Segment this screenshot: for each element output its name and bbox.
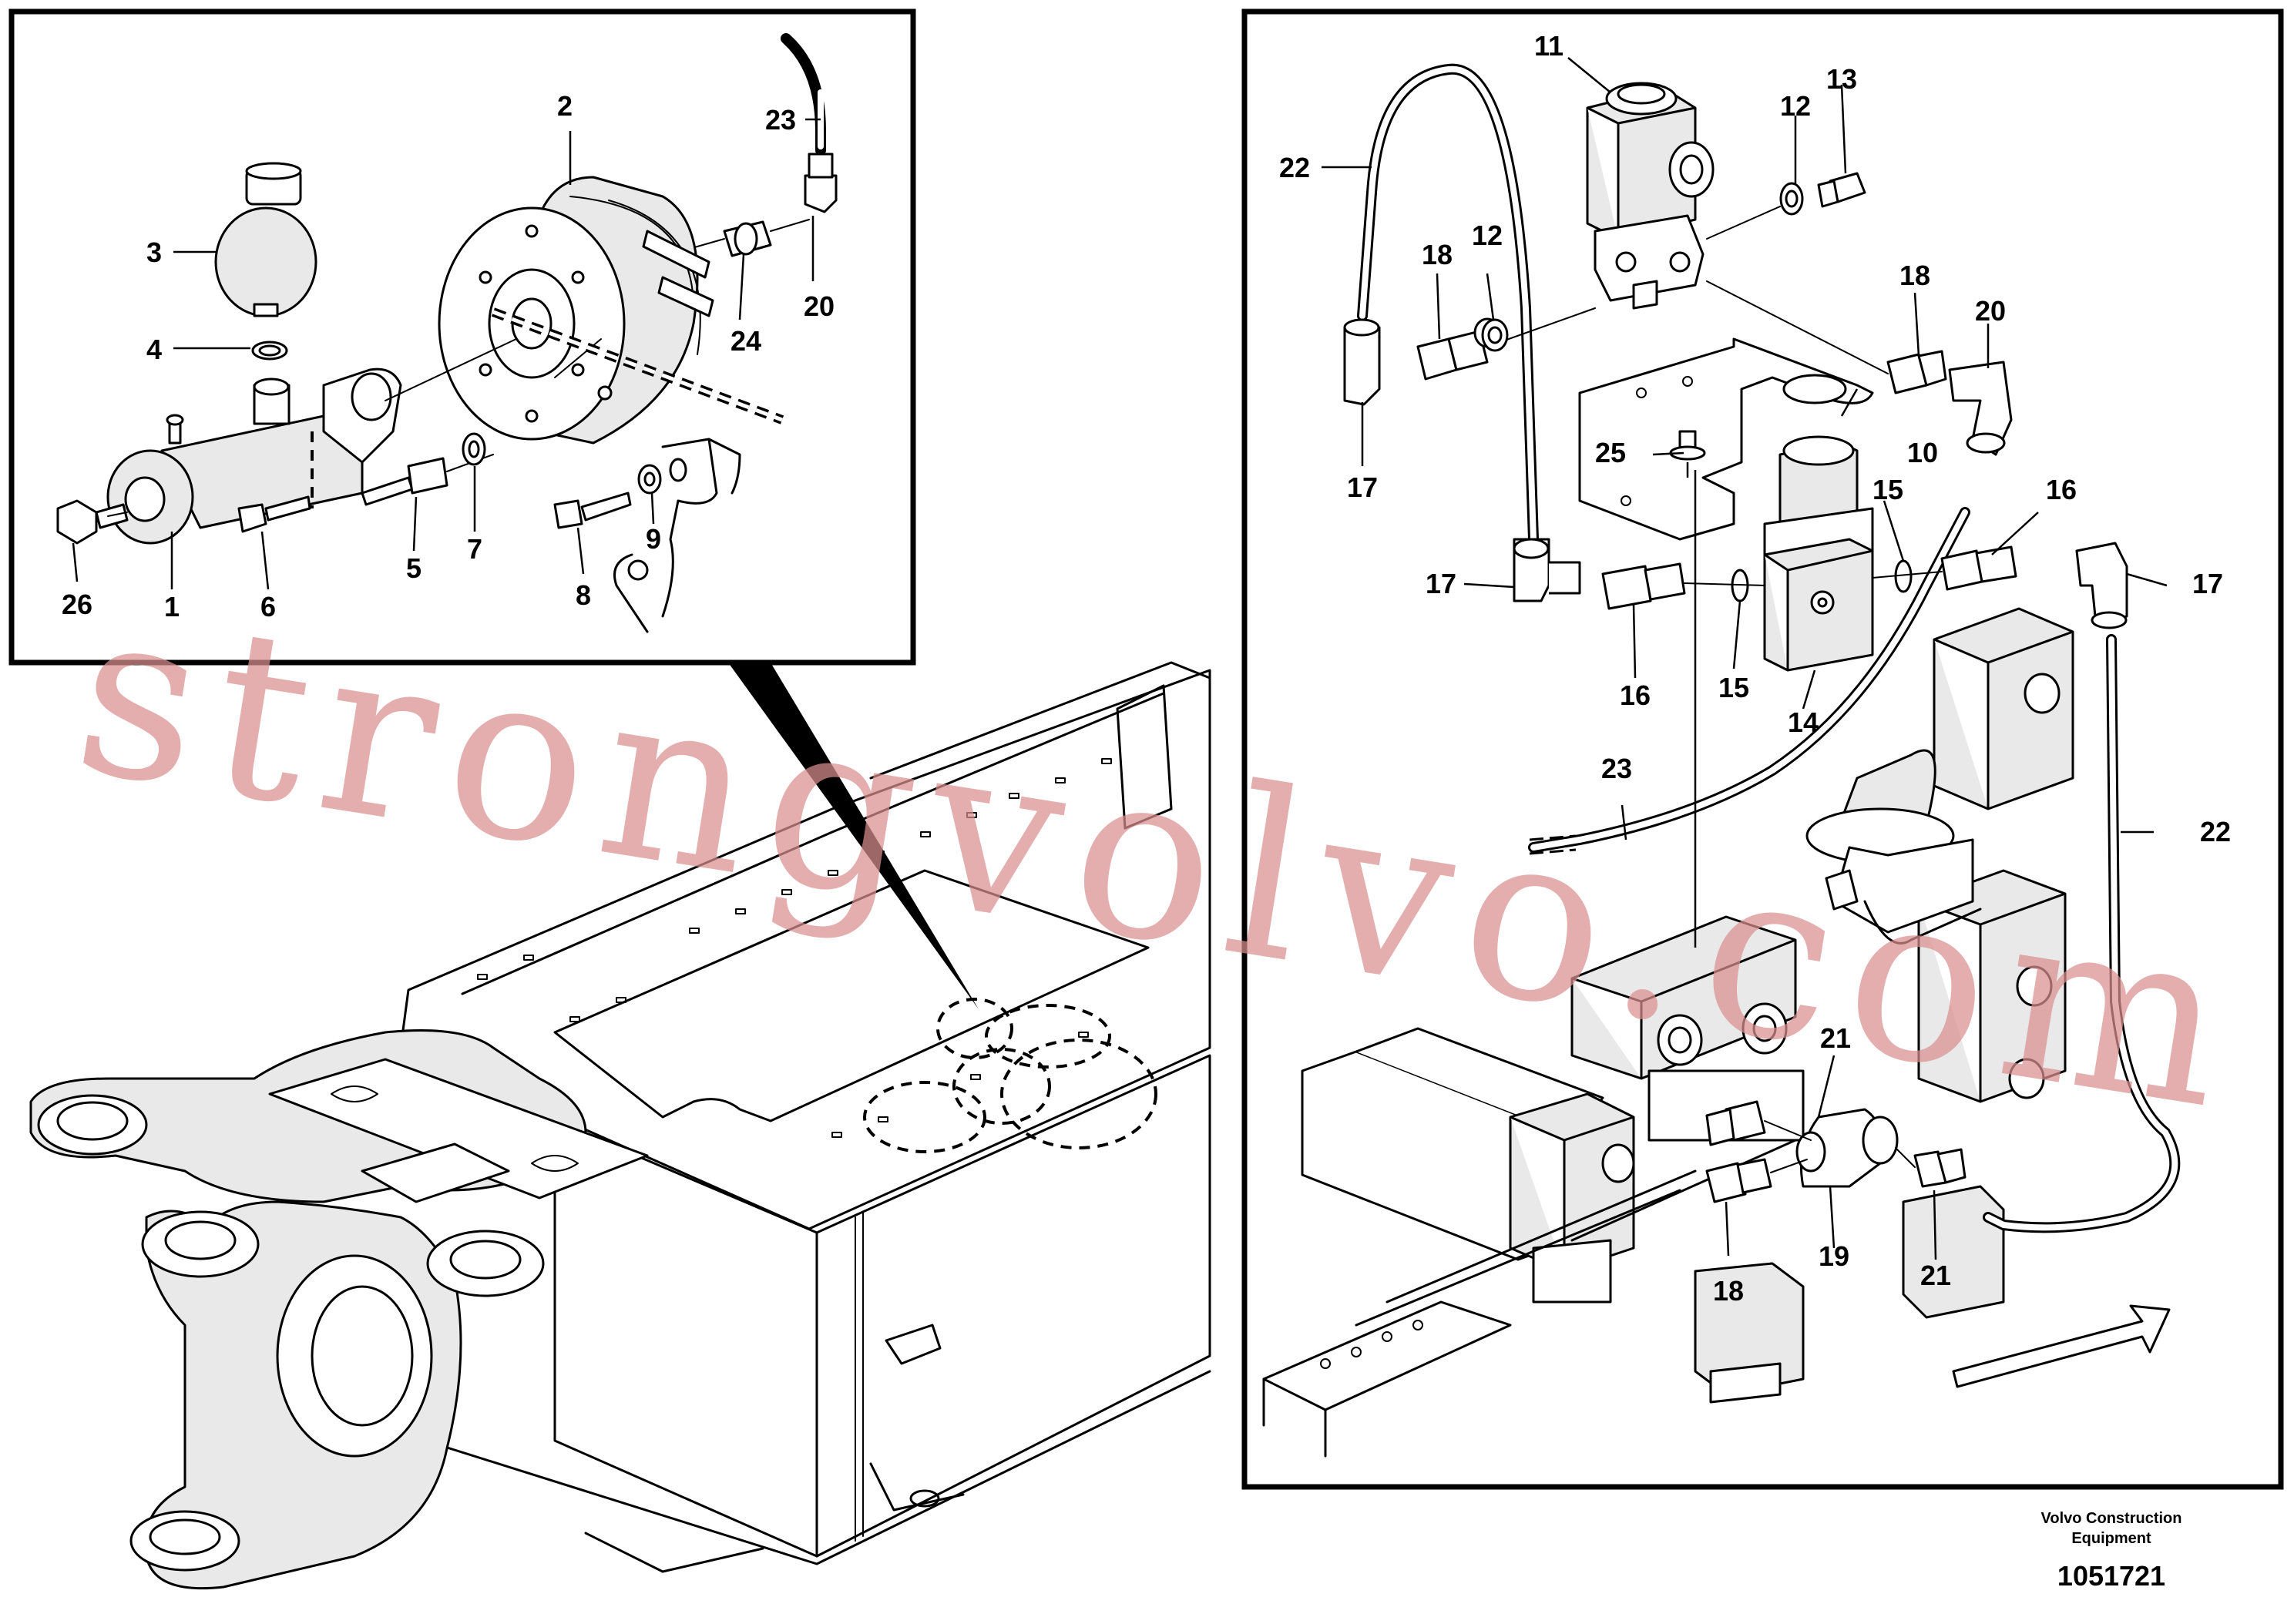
pressure-regulator (1763, 435, 1874, 672)
callout-14: 14 (1788, 706, 1819, 738)
callout-3: 3 (146, 237, 162, 268)
callout-7: 7 (467, 533, 482, 565)
brand-line-1: Volvo Construction (2040, 1510, 2182, 1527)
callout-19: 19 (1819, 1240, 1849, 1272)
callout-1: 1 (164, 591, 180, 622)
callout-25: 25 (1595, 437, 1626, 468)
callout-12: 12 (1780, 90, 1811, 122)
left-inset-callouts: 3 4 2 23 20 24 26 1 6 5 7 8 9 (62, 90, 835, 622)
callout-24: 24 (731, 325, 761, 357)
callout-5: 5 (406, 552, 422, 584)
callout-9: 9 (646, 523, 661, 555)
callout-6: 6 (260, 591, 276, 622)
callout-16: 16 (1620, 679, 1651, 711)
callout-18: 18 (1713, 1275, 1744, 1307)
callout-23: 23 (1601, 753, 1632, 784)
callout-17: 17 (2192, 568, 2223, 599)
callout-20: 20 (804, 290, 835, 322)
drawing-number: 1051721 (2057, 1560, 2166, 1592)
callout-22: 22 (1279, 152, 1310, 183)
callout-15: 15 (1718, 672, 1749, 703)
right-inset-callouts: 11 12 13 22 18 12 18 20 10 25 17 15 16 1… (1279, 30, 2231, 1307)
callout-21: 21 (1820, 1022, 1851, 1054)
left-detail-inset: 3 4 2 23 20 24 26 1 6 5 7 8 9 (8, 8, 916, 666)
callout-22: 22 (2200, 816, 2231, 847)
callout-10: 10 (1907, 437, 1938, 468)
machine-frame-illustration (29, 661, 1211, 1590)
solenoid-valve (1586, 82, 1715, 310)
brand-line-2: Equipment (2071, 1530, 2151, 1547)
callout-13: 13 (1826, 63, 1857, 95)
callout-16: 16 (2046, 474, 2077, 505)
callout-18: 18 (1899, 260, 1930, 291)
callout-21: 21 (1920, 1260, 1951, 1291)
brand-caption: Volvo Construction Equipment (1996, 1508, 2227, 1549)
valve-block-assembly (1262, 607, 2074, 1458)
callout-4: 4 (146, 334, 162, 365)
master-cylinder (106, 367, 402, 545)
callout-26: 26 (62, 589, 92, 620)
callout-11: 11 (1534, 30, 1563, 62)
callout-17: 17 (1426, 568, 1456, 599)
callout-23: 23 (765, 104, 796, 136)
right-detail-inset: 11 12 13 22 18 12 18 20 10 25 17 15 16 1… (1241, 8, 2284, 1490)
callout-8: 8 (576, 579, 591, 611)
callout-2: 2 (557, 90, 573, 122)
callout-20: 20 (1975, 295, 2006, 327)
callout-15: 15 (1872, 474, 1903, 505)
callout-18: 18 (1422, 239, 1453, 270)
accumulator (214, 162, 317, 317)
callout-12: 12 (1472, 220, 1503, 251)
callout-17: 17 (1347, 471, 1378, 503)
